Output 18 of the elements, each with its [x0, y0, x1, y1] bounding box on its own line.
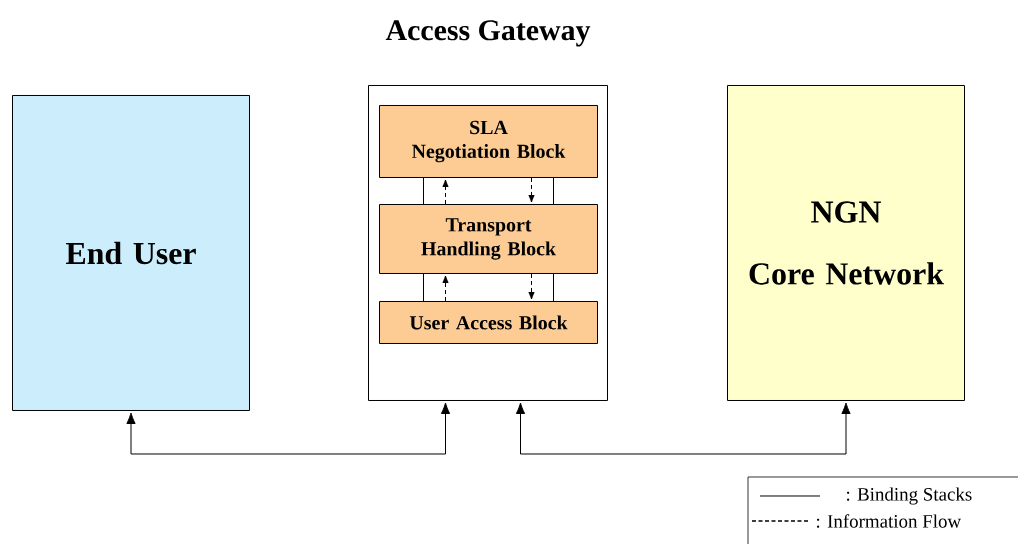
- connector-line: [553, 273, 554, 302]
- network-box: NGN Core Network: [727, 85, 965, 401]
- legend-text: : Information Flow: [817, 514, 962, 528]
- block-box: User Access Block: [379, 301, 598, 344]
- connector-line: [423, 273, 424, 302]
- arrow: [442, 275, 449, 302]
- connector-line: [423, 177, 424, 205]
- block-box: SLA Negotiation Block: [379, 105, 598, 178]
- legend-text: : Binding Stacks: [847, 487, 972, 505]
- block-box: Transport Handling Block: [379, 204, 598, 274]
- arrow: [126, 402, 451, 455]
- arrow: [528, 177, 535, 203]
- arrow: [442, 179, 449, 205]
- connector-line: [553, 177, 554, 205]
- node-label: Access Gateway: [385, 20, 591, 47]
- network-box: End User: [12, 95, 250, 411]
- arrow: [528, 273, 535, 300]
- arrow: [515, 402, 851, 455]
